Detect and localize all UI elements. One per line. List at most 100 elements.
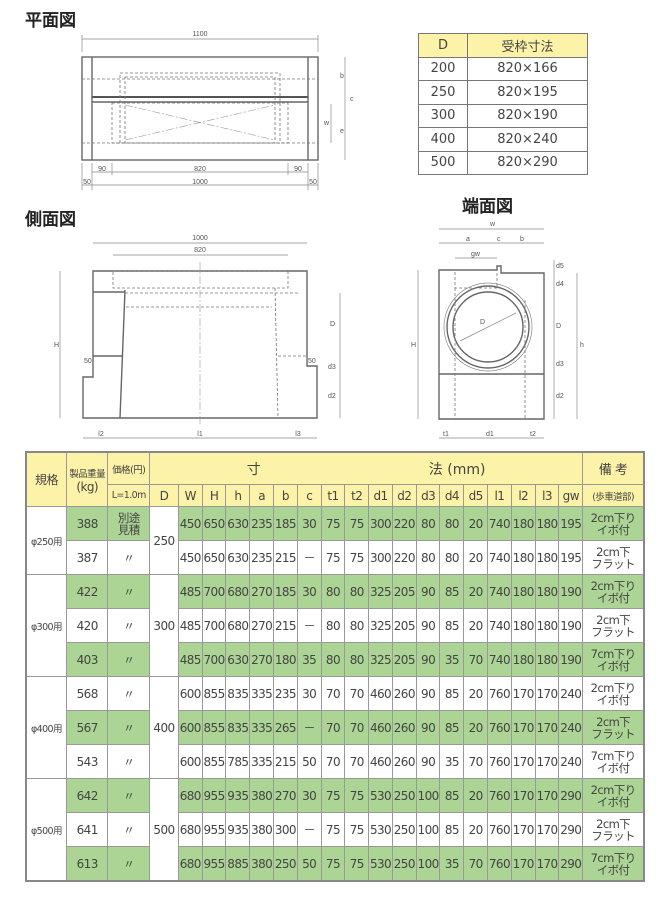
plan-dim-1100: 1100 xyxy=(192,31,207,38)
price-cell: 〃 xyxy=(107,812,151,847)
dim-cell-d3: 100 xyxy=(415,778,441,813)
side-dim-820: 820 xyxy=(194,247,206,254)
header-remark: 備 考 xyxy=(582,451,645,485)
price-cell: 〃 xyxy=(107,574,151,609)
dim-cell-d3: 90 xyxy=(415,574,441,609)
dim-cell-l3: 180 xyxy=(534,540,560,575)
end-dim-b: b xyxy=(520,236,524,243)
dim-cell-h: 955 xyxy=(201,846,227,882)
dim-cell-d5: 20 xyxy=(463,506,489,541)
dim-cell-d4: 35 xyxy=(439,642,465,677)
dim-cell-d5: 70 xyxy=(463,642,489,677)
dim-cell-d1: 325 xyxy=(368,574,393,609)
dim-cell-d1: 460 xyxy=(368,744,393,779)
dim-cell-b: 235 xyxy=(273,676,298,711)
frame-size: 820×290 xyxy=(467,150,588,175)
dim-cell-l3: 170 xyxy=(534,778,560,813)
dim-cell-l1: 740 xyxy=(487,574,512,609)
side-dim-D: D xyxy=(330,321,335,328)
dim-cell-a: 270 xyxy=(249,642,275,677)
dim-cell-c: 50 xyxy=(296,846,322,882)
dim-cell-t2: 75 xyxy=(344,812,370,847)
dim-cell-t2: 75 xyxy=(344,846,370,882)
frame-d: 200 xyxy=(418,56,468,81)
dim-cell-d4: 85 xyxy=(439,710,465,745)
weight-cell: 567 xyxy=(65,710,109,745)
dim-cell-d5: 20 xyxy=(463,812,489,847)
remark-cell: 2cm下 フラット xyxy=(582,710,645,745)
dim-cell-l1: 760 xyxy=(487,812,512,847)
header-col-h: h xyxy=(225,484,251,507)
dim-cell-a: 335 xyxy=(249,710,275,745)
dim-cell-d2: 250 xyxy=(391,846,417,882)
end-dim-w: w xyxy=(489,221,496,228)
dim-cell-a: 335 xyxy=(249,676,275,711)
spec-cell: φ250用 xyxy=(25,506,67,575)
dim-cell-d4: 85 xyxy=(439,676,465,711)
dim-cell-w: 680 xyxy=(177,846,203,882)
dim-cell-d4: 85 xyxy=(439,574,465,609)
dim-cell-d5: 20 xyxy=(463,608,489,643)
header-col-d5: d5 xyxy=(463,484,489,507)
dim-cell-c: 30 xyxy=(296,778,322,813)
dim-cell-h: 955 xyxy=(201,778,227,813)
end-dim-H: H xyxy=(411,342,416,349)
dim-cell-gw: 290 xyxy=(558,846,584,882)
dim-cell-l3: 180 xyxy=(534,608,560,643)
dim-cell-w: 680 xyxy=(177,812,203,847)
frame-size: 820×166 xyxy=(467,56,588,81)
end-dim-d2: d2 xyxy=(556,393,564,400)
dim-cell-d3: 100 xyxy=(415,846,441,882)
plan-view-title: 平面図 xyxy=(25,11,76,31)
dim-cell-l2: 170 xyxy=(510,778,536,813)
frame-d: 400 xyxy=(418,127,468,152)
dim-cell-t1: 75 xyxy=(320,846,346,882)
dim-cell-w: 485 xyxy=(177,574,203,609)
dim-cell-l1: 760 xyxy=(487,676,512,711)
dim-cell-d5: 20 xyxy=(463,574,489,609)
end-dim-t2: t2 xyxy=(530,431,536,438)
header-dimensions: 寸 法 (mm) xyxy=(149,451,584,485)
dim-cell-h: 630 xyxy=(225,642,251,677)
weight-cell: 613 xyxy=(65,846,109,882)
dim-cell-d1: 325 xyxy=(368,608,393,643)
dim-cell-d2: 220 xyxy=(391,506,417,541)
dim-cell-t2: 80 xyxy=(344,574,370,609)
dim-cell-c: － xyxy=(296,710,322,745)
header-price: 価格(円) xyxy=(107,451,151,485)
dim-cell-t1: 70 xyxy=(320,744,346,779)
dim-cell-h: 855 xyxy=(201,676,227,711)
dim-cell-c: 35 xyxy=(296,642,322,677)
dim-cell-d2: 250 xyxy=(391,778,417,813)
plan-dim-90-right: 90 xyxy=(294,166,302,173)
end-dim-d4: d4 xyxy=(556,281,564,288)
dim-cell-b: 215 xyxy=(273,540,298,575)
dim-cell-d2: 260 xyxy=(391,710,417,745)
remark-cell: 2cm下り イボ付 xyxy=(582,676,645,711)
dim-cell-c: 30 xyxy=(296,506,322,541)
dim-cell-c: 30 xyxy=(296,676,322,711)
dim-cell-h: 935 xyxy=(225,778,251,813)
dim-cell-l3: 170 xyxy=(534,710,560,745)
side-dim-d2: d2 xyxy=(328,393,336,400)
dim-cell-l1: 760 xyxy=(487,710,512,745)
frame-size: 820×240 xyxy=(467,127,588,152)
side-dim-50-right: 50 xyxy=(308,358,316,365)
header-col-l3: l3 xyxy=(534,484,560,507)
dim-cell-t2: 80 xyxy=(344,642,370,677)
dim-cell-w: 485 xyxy=(177,608,203,643)
dim-cell-t1: 70 xyxy=(320,676,346,711)
dim-cell-b: 180 xyxy=(273,642,298,677)
d-cell: 500 xyxy=(149,778,179,882)
plan-dim-90-left: 90 xyxy=(98,166,106,173)
frame-d: 300 xyxy=(418,103,468,128)
dim-cell-gw: 195 xyxy=(558,540,584,575)
